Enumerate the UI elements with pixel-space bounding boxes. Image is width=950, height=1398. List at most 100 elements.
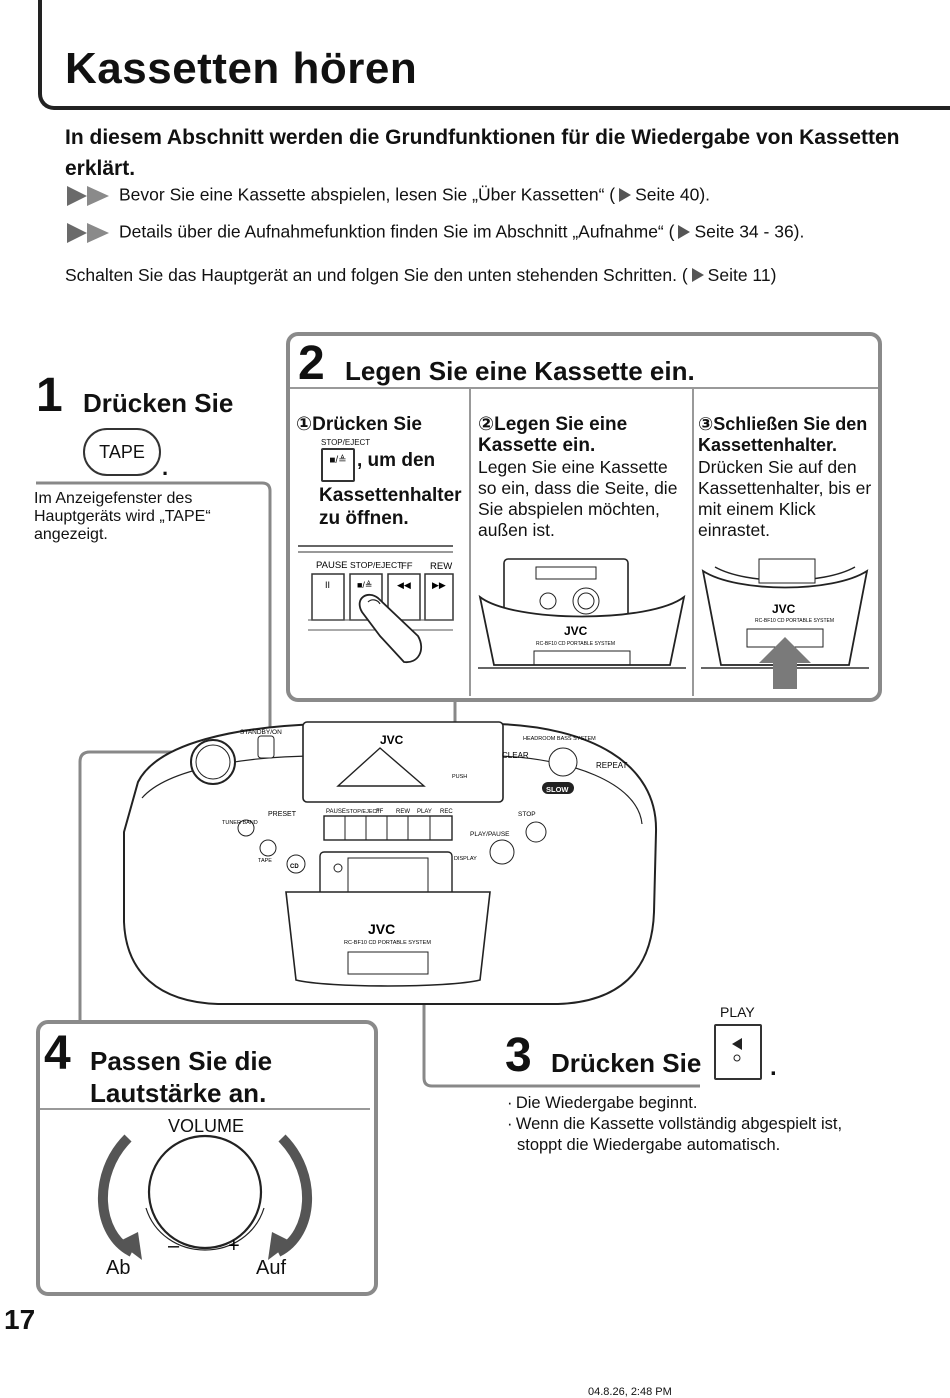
step3-number: 3 [505,1029,532,1082]
print-timestamp: 04.8.26, 2:48 PM [588,1386,672,1398]
volume-knob-illustration: – + [97,1134,313,1260]
device-clear-label: CLEAR [502,751,529,760]
device-tape-label: TAPE [258,858,272,864]
sub2-head-text: Legen Sie eine Kassette ein. [478,414,628,456]
device-brand: JVC [368,921,395,937]
volume-down-label: Ab [106,1257,131,1279]
note-recording: Details über die Aufnahmefunktion finden… [65,221,804,245]
panel-label-stopeject: STOP/EJECT [350,560,402,570]
cassette-insert-illustration: JVC RC-BF10 CD PORTABLE SYSTEM [478,558,686,669]
page-ref-icon [678,224,691,239]
double-arrow-icon [67,186,109,206]
device-preset-label: PRESET [268,811,297,818]
volume-down-arrow-icon [118,1232,142,1260]
push-arrow-icon [759,637,811,689]
step4-heading-2: Lautstärke an. [90,1078,267,1108]
device-display-label: DISPLAY [454,856,477,862]
intro-text: In diesem Abschnitt werden die Grundfunk… [65,126,900,180]
sub2-heading: ②Legen Sie eine Kassette ein. [478,414,688,456]
stop-eject-symbol: ■/≜ [329,455,347,466]
power-on-note: Schalten Sie das Hauptgerät an und folge… [65,265,776,286]
panel-symbol-ff: ◀◀ [397,580,411,590]
note-cassette: Bevor Sie eine Kassette abspielen, lesen… [65,184,710,208]
step4-divider [40,1108,370,1110]
step1-heading: Drücken Sie [83,388,234,418]
device-deck-label-pause: PAUSE [326,809,346,815]
step3-bullet-2: · Wenn die Kassette vollständig abgespie… [507,1115,843,1154]
sub1-marker: ① [296,414,313,435]
device-deck-label-play: PLAY [417,809,432,815]
stop-eject-key-label: STOP/EJECT [321,438,371,447]
step3-period: . [770,1054,777,1081]
step1-description: Im Anzeigefenster des Hauptgeräts wird „… [34,490,211,543]
step3-bullets: · Die Wiedergabe beginnt. · Wenn die Kas… [507,1093,887,1156]
device-repeat-label: REPEAT [596,761,628,770]
title-frame [38,0,950,110]
volume-minus: – [168,1235,180,1257]
sub2-marker: ② [478,414,495,435]
sub1-heading: ①Drücken Sie [296,414,422,435]
volume-up-arrow-icon [268,1232,292,1260]
volume-up-label: Auf [256,1257,287,1279]
cassette-brand: JVC [564,624,588,638]
device-slow-label: SLOW [546,785,569,794]
panel-symbol-pause: II [325,580,330,590]
step2-col-divider-2 [692,389,694,696]
step3-bullet-1: · Die Wiedergabe beginnt. [507,1094,698,1112]
note1-ref: Seite 40). [635,184,711,205]
panel-label-pause: PAUSE [316,560,348,571]
cassette-model-closed: RC-BF10 CD PORTABLE SYSTEM [755,618,834,624]
volume-label: VOLUME [168,1116,245,1136]
device-deck-label-rec: REC [440,809,453,815]
page-ref-icon [619,187,632,202]
deck-panel-illustration: PAUSE STOP/EJECT FF REW II ■/≜ ◀◀ ▶▶ [298,545,454,663]
power-on-ref: Seite 11) [707,265,777,285]
device-deck-label-stop: STOP/EJECT [346,809,380,815]
page-ref-icon [691,268,704,282]
device-stop-label: STOP [518,811,536,818]
step2-col-divider-1 [469,389,471,696]
volume-plus: + [228,1235,240,1257]
device-standby-label: STANDBY/ON [240,729,282,736]
step4-number: 4 [44,1027,71,1080]
stop-eject-key[interactable]: ■/≜ [321,448,355,482]
tape-button[interactable]: TAPE [83,428,161,476]
cassette-brand-closed: JVC [772,602,796,616]
note1-text: Bevor Sie eine Kassette abspielen, lesen… [119,184,616,205]
step3-heading: Drücken Sie [551,1048,702,1078]
note2-ref: Seite 34 - 36). [694,221,805,242]
step4-heading-1: Passen Sie die [90,1046,273,1076]
sub3-head-text: Schließen Sie den Kassettenhalter. [698,414,868,455]
sub1-heading-3: Kassettenhalter zu öffnen. [319,485,462,529]
play-key[interactable] [714,1024,762,1080]
sub3-marker: ③ [698,414,714,434]
note2-text: Details über die Aufnahmefunktion finden… [119,221,675,242]
device-tuner-label: TUNER BAND [222,820,258,826]
device-push-label: PUSH [452,774,467,780]
step2-divider [290,387,878,389]
step2-number: 2 [298,337,325,390]
sub3-heading: ③Schließen Sie den Kassettenhalter. [698,414,878,456]
sub2-text: Legen Sie eine Kassette so ein, dass die… [478,457,678,540]
panel-label-ff: FF [401,561,413,572]
volume-knob[interactable] [147,1134,263,1250]
device-deck-label-ff: FF [376,809,384,815]
cassette-model: RC-BF10 CD PORTABLE SYSTEM [536,641,615,647]
sub1-head-text: Drücken Sie [312,414,422,435]
sub3-text: Drücken Sie auf den Kassettenhalter, bis… [698,457,872,540]
panel-symbol-rew: ▶▶ [432,580,446,590]
page-number: 17 [4,1304,36,1335]
panel-label-rew: REW [430,561,452,572]
double-arrow-icon [67,223,109,243]
step2-heading: Legen Sie eine Kassette ein. [345,356,695,386]
cassette-close-illustration: JVC RC-BF10 CD PORTABLE SYSTEM [701,558,869,689]
device-deck-label-rew: REW [396,809,410,815]
play-key-label: PLAY [720,1004,755,1020]
boombox-illustration: JVC STANDBY/ON PAUSE STOP/EJECT FF REW P… [123,721,658,1005]
device-deck-brand: JVC [380,733,404,747]
step1-period: . [162,455,169,480]
panel-symbol-stopeject: ■/≜ [357,580,372,590]
page-title: Kassetten hören [65,44,418,93]
device-playpause-label: PLAY/PAUSE [470,831,510,838]
play-icon [732,1038,742,1062]
